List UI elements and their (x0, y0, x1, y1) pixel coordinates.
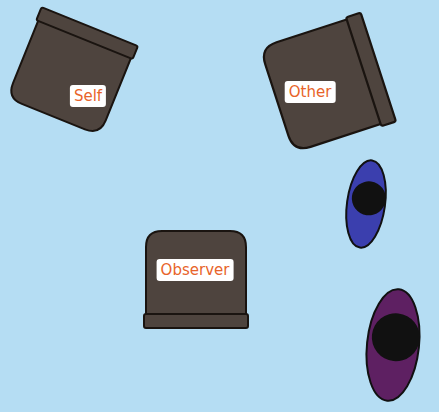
chair-label: Observer (157, 259, 234, 281)
chair-backrest (144, 314, 248, 328)
chair-label: Other (285, 81, 336, 103)
chair-top-view (5, 7, 138, 136)
person-head (350, 179, 388, 217)
chair-node: Observer (140, 222, 252, 334)
person-purple (361, 287, 424, 404)
person-body (361, 287, 424, 404)
chair-backrest (36, 7, 138, 59)
chair-top-view (259, 13, 396, 155)
chair-label: Self (70, 85, 106, 107)
chair-node: Other (248, 2, 403, 167)
chair-backrest (346, 13, 396, 127)
chair-node: Self (5, 5, 140, 145)
person-head (369, 311, 422, 364)
chair-seat (146, 231, 246, 316)
person-blue (341, 158, 391, 250)
chair-top-view (144, 231, 248, 328)
chair-shape (5, 5, 140, 145)
person-body (341, 158, 391, 250)
